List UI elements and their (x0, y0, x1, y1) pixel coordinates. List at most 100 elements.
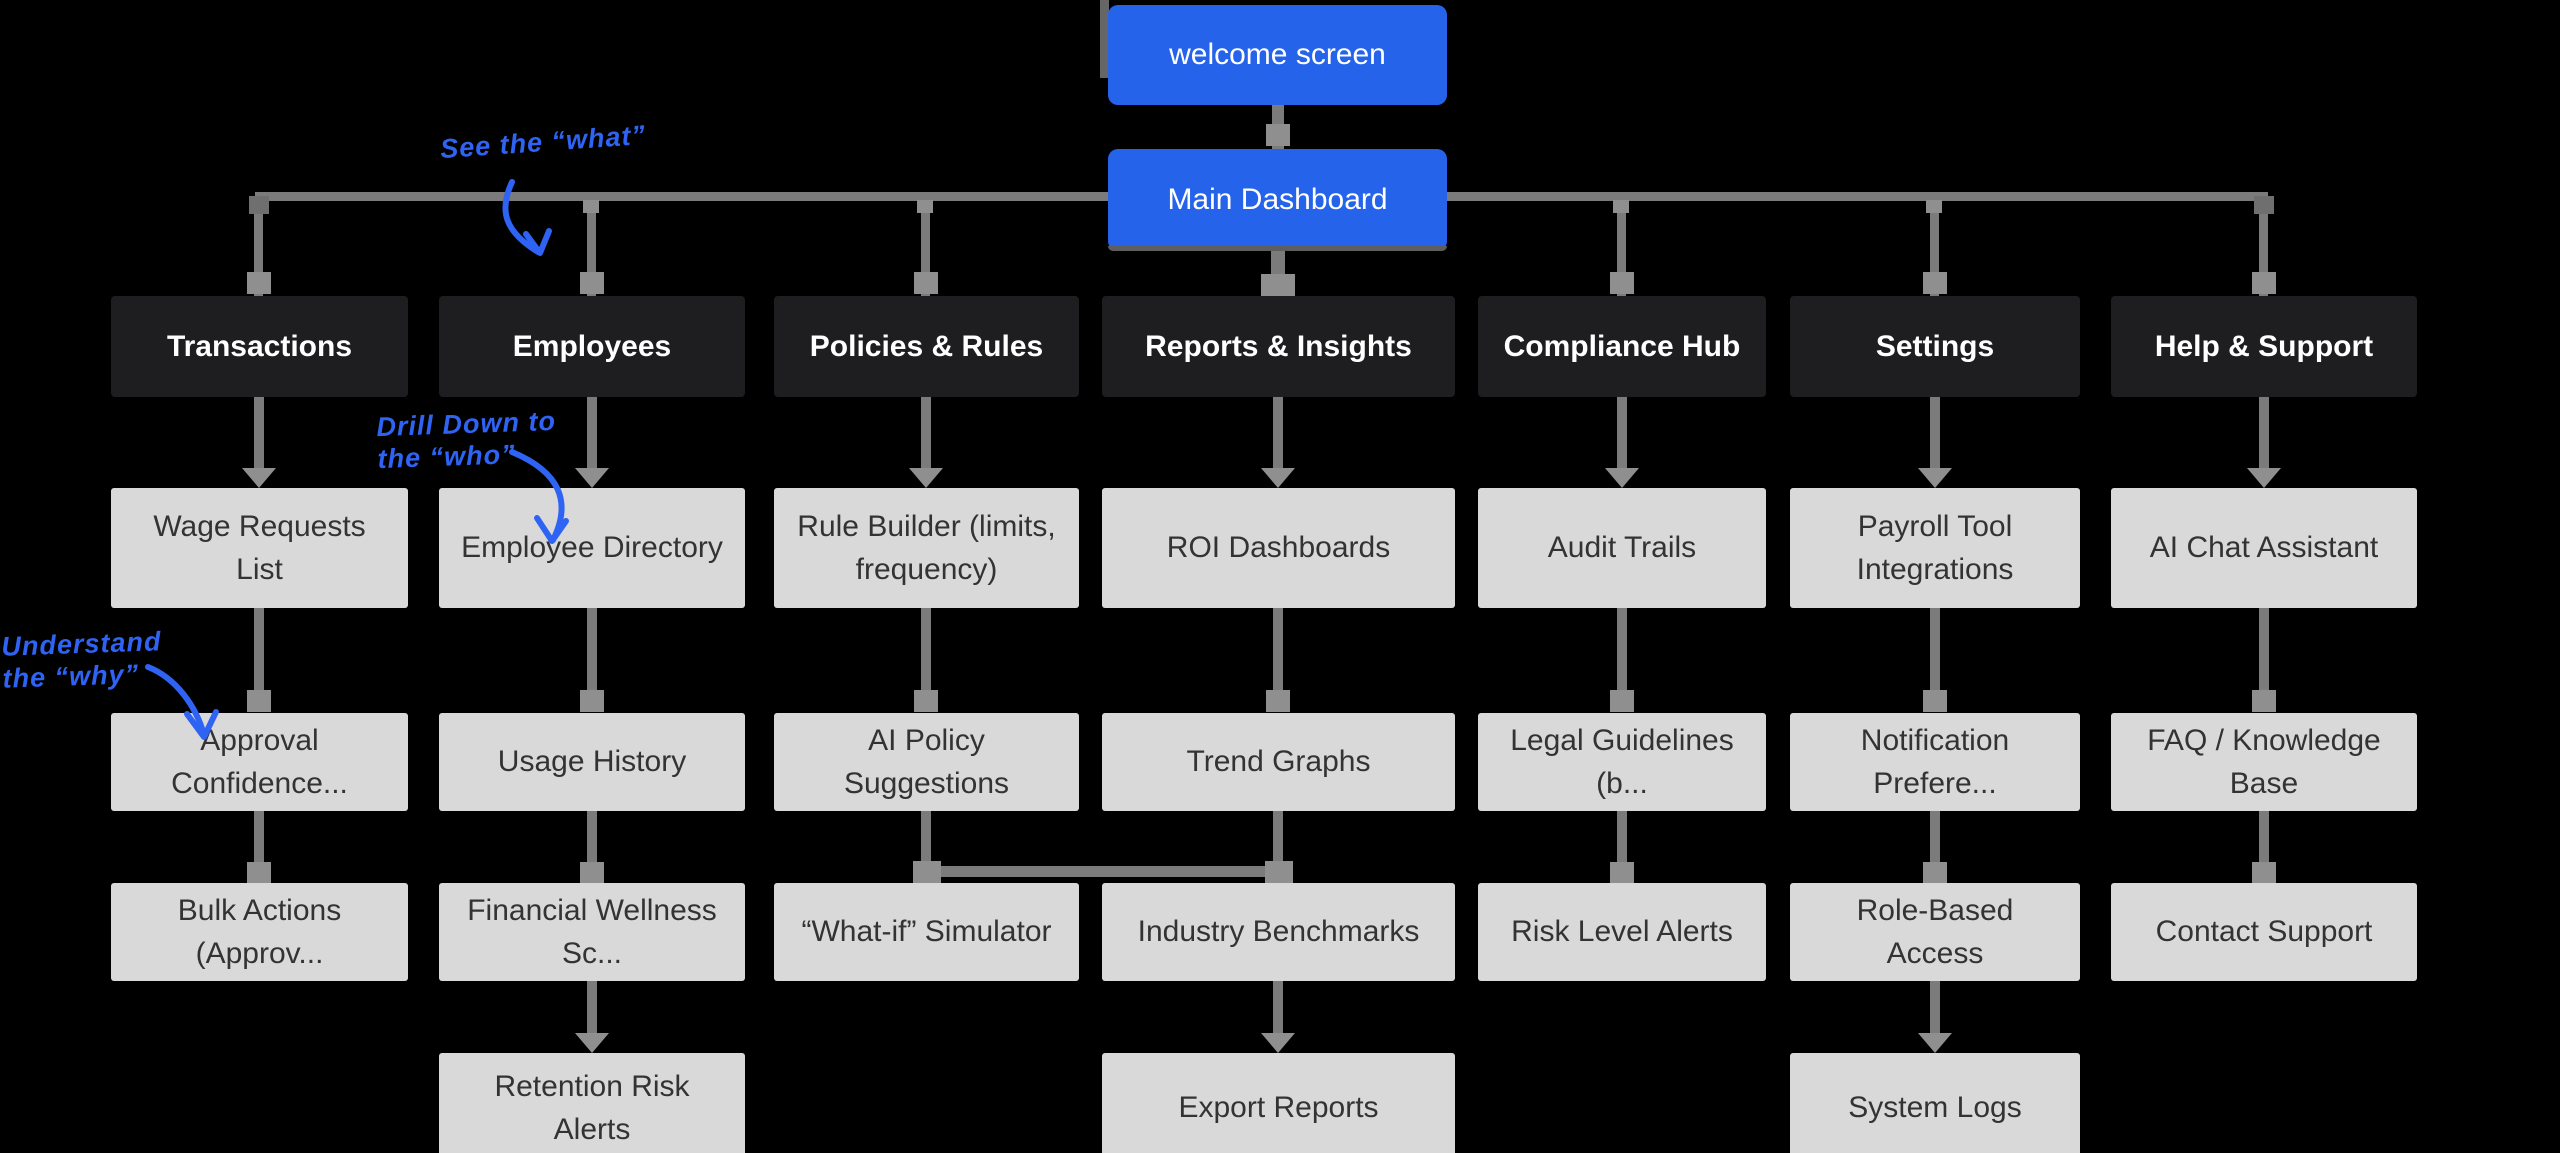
connector-junction-dot (1261, 274, 1295, 296)
connector-line (2259, 811, 2269, 875)
node-audit-trails[interactable]: Audit Trails (1478, 488, 1766, 608)
connector-junction-dot (1266, 124, 1290, 146)
connector-line (1273, 608, 1283, 702)
connector-arrowhead (1918, 468, 1952, 488)
connector-junction-dot (249, 196, 269, 214)
connector-line (254, 608, 264, 702)
node-header-reports-insights[interactable]: Reports & Insights (1102, 296, 1455, 397)
connector-arrowhead (909, 468, 943, 488)
node-role-based-access[interactable]: Role-Based Access (1790, 883, 2080, 981)
connector-junction-dot (914, 272, 938, 294)
connector-junction-dot (1926, 200, 1942, 213)
node-approval-confidence[interactable]: Approval Confidence... (111, 713, 408, 811)
connector-junction-dot (1613, 200, 1629, 213)
annotation-arrow-icon (523, 228, 552, 256)
node-header-help-support[interactable]: Help & Support (2111, 296, 2417, 397)
connector-line (1447, 192, 2268, 201)
node-header-policies-rules[interactable]: Policies & Rules (774, 296, 1079, 397)
node-header-compliance-hub[interactable]: Compliance Hub (1478, 296, 1766, 397)
node-welcome-screen[interactable]: welcome screen (1108, 5, 1447, 105)
node-system-logs[interactable]: System Logs (1790, 1053, 2080, 1153)
connector-arrowhead (575, 1033, 609, 1053)
connector-arrowhead (242, 468, 276, 488)
connector-junction-dot (1923, 862, 1947, 884)
connector-junction-dot (1923, 690, 1947, 712)
annotation-see-the-what[interactable]: See the “what” (439, 119, 647, 165)
node-employee-directory[interactable]: Employee Directory (439, 488, 745, 608)
connector-junction-dot (2252, 862, 2276, 884)
node-legal-guidelines[interactable]: Legal Guidelines (b... (1478, 713, 1766, 811)
node-wage-requests-list[interactable]: Wage Requests List (111, 488, 408, 608)
connector-junction-dot (247, 690, 271, 712)
connector-line (1930, 196, 1939, 296)
connector-line (2259, 608, 2269, 702)
connector-line (921, 866, 1283, 877)
connector-junction-dot (247, 862, 271, 884)
connector-junction-dot (913, 861, 941, 883)
connector-line (587, 811, 597, 875)
annotation-understand-why[interactable]: Understand the “why” (0, 626, 162, 695)
connector-junction-dot (583, 200, 599, 213)
connector-line (1273, 981, 1283, 1037)
connector-line (587, 981, 597, 1037)
connector-arrowhead (1605, 468, 1639, 488)
connector-line (1930, 608, 1940, 702)
connector-line (254, 811, 264, 875)
node-export-reports[interactable]: Export Reports (1102, 1053, 1455, 1153)
node-risk-level-alerts[interactable]: Risk Level Alerts (1478, 883, 1766, 981)
connector-line (1273, 397, 1283, 472)
node-ai-policy-suggestions[interactable]: AI Policy Suggestions (774, 713, 1079, 811)
node-faq-knowledge-base[interactable]: FAQ / Knowledge Base (2111, 713, 2417, 811)
connector-line (587, 196, 596, 296)
connector-junction-dot (917, 200, 933, 213)
connector-line (1617, 397, 1627, 472)
node-what-if-simulator[interactable]: “What-if” Simulator (774, 883, 1079, 981)
connector-junction-dot (914, 690, 938, 712)
node-notification-preferences[interactable]: Notification Prefere... (1790, 713, 2080, 811)
connector-arrowhead (1918, 1033, 1952, 1053)
node-header-employees[interactable]: Employees (439, 296, 745, 397)
node-industry-benchmarks[interactable]: Industry Benchmarks (1102, 883, 1455, 981)
node-financial-wellness[interactable]: Financial Wellness Sc... (439, 883, 745, 981)
connector-junction-dot (1610, 272, 1634, 294)
connector-arrowhead (2247, 468, 2281, 488)
node-ai-chat-assistant[interactable]: AI Chat Assistant (2111, 488, 2417, 608)
connector-line (1617, 196, 1626, 296)
node-bulk-actions[interactable]: Bulk Actions (Approv... (111, 883, 408, 981)
connector-line (921, 811, 931, 883)
node-trend-graphs[interactable]: Trend Graphs (1102, 713, 1455, 811)
connector-line (587, 397, 597, 472)
annotation-drill-down[interactable]: Drill Down to the “who” (375, 405, 557, 475)
node-contact-support[interactable]: Contact Support (2111, 883, 2417, 981)
connector-line (2259, 196, 2268, 296)
node-usage-history[interactable]: Usage History (439, 713, 745, 811)
connector-junction-dot (580, 272, 604, 294)
connector-arrowhead (575, 468, 609, 488)
connector-junction-dot (580, 862, 604, 884)
connector-line (1617, 608, 1627, 702)
node-header-transactions[interactable]: Transactions (111, 296, 408, 397)
connector-line (921, 397, 931, 472)
node-label: Main Dashboard (1167, 183, 1388, 216)
connector-line (254, 196, 263, 296)
connector-junction-dot (580, 690, 604, 712)
node-retention-risk-alerts[interactable]: Retention Risk Alerts (439, 1053, 745, 1153)
connector-line (1273, 811, 1283, 883)
connector-arrowhead (1261, 1033, 1295, 1053)
connector-junction-dot (2252, 272, 2276, 294)
connector-line (921, 608, 931, 702)
node-edge-highlight (1108, 246, 1447, 251)
connector-line (587, 608, 597, 702)
connector-arrowhead (1261, 468, 1295, 488)
connector-junction-dot (1266, 690, 1290, 712)
connector-line (1617, 811, 1627, 875)
connector-line (255, 192, 1108, 201)
node-rule-builder[interactable]: Rule Builder (limits, frequency) (774, 488, 1079, 608)
connector-junction-dot (1610, 690, 1634, 712)
connector-line (1930, 397, 1940, 472)
node-payroll-tool-integrations[interactable]: Payroll Tool Integrations (1790, 488, 2080, 608)
connector-junction-dot (247, 272, 271, 294)
node-main-dashboard[interactable]: Main Dashboard (1108, 149, 1447, 251)
node-roi-dashboards[interactable]: ROI Dashboards (1102, 488, 1455, 608)
node-header-settings[interactable]: Settings (1790, 296, 2080, 397)
